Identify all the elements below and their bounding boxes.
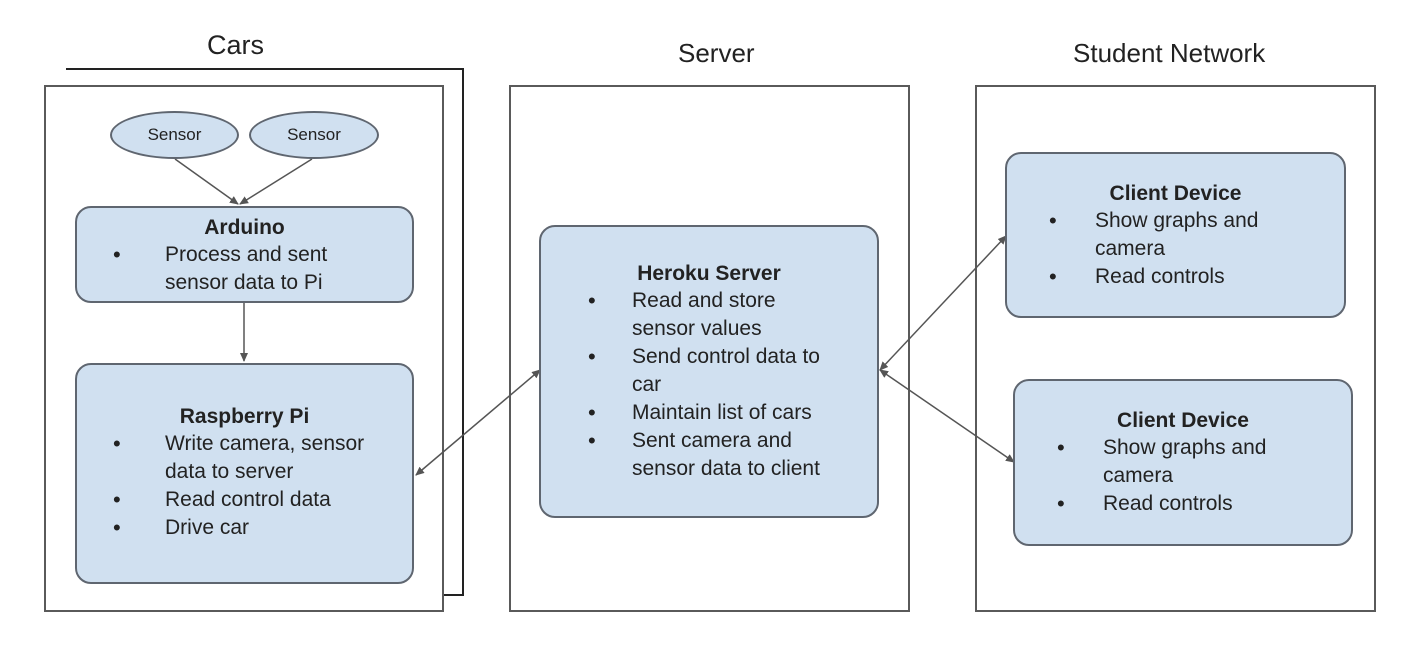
client-device-node-1: Client Device •Show graphs and camera •R… <box>1005 152 1346 318</box>
server-client1-link <box>879 235 1007 371</box>
client-device-item: •Show graphs and camera <box>1057 435 1267 487</box>
arduino-title: Arduino <box>204 216 285 239</box>
heroku-server-item: •Send control data to car <box>588 344 820 396</box>
raspberry-pi-item: •Write camera, sensor data to server <box>113 431 365 483</box>
sensor2-to-arduino-arrow <box>239 158 313 205</box>
heroku-server-item: •Maintain list of cars <box>588 400 812 425</box>
raspberry-pi-item: •Read control data <box>113 487 331 512</box>
client-device-item: •Read controls <box>1057 491 1233 516</box>
sensor1-to-arduino-arrow <box>174 158 239 205</box>
server-client2-link <box>879 369 1015 463</box>
student-network-group-title: Student Network <box>1073 38 1266 68</box>
heroku-server-node: Heroku Server •Read and store sensor val… <box>539 225 879 518</box>
client-device-title-1: Client Device <box>1109 182 1242 205</box>
client-device-title-2: Client Device <box>1117 409 1249 432</box>
sensor-node-2: Sensor <box>249 111 379 159</box>
heroku-server-title: Heroku Server <box>637 262 781 285</box>
raspberry-pi-item: •Drive car <box>113 515 250 540</box>
client-device-list-2: •Show graphs and camera •Read controls <box>1057 434 1351 518</box>
cars-stack-back-bottom <box>444 594 464 596</box>
client-device-item: •Show graphs and camera <box>1049 208 1259 260</box>
heroku-server-list: •Read and store sensor values •Send cont… <box>588 287 877 483</box>
arduino-item: •Process and sent sensor data to Pi <box>113 242 328 294</box>
client-device-item: •Read controls <box>1049 264 1225 289</box>
pi-server-link <box>415 369 541 476</box>
raspberry-pi-list: •Write camera, sensor data to server •Re… <box>113 430 412 542</box>
client-device-list-1: •Show graphs and camera •Read controls <box>1049 207 1344 291</box>
server-group-title: Server <box>678 38 755 68</box>
cars-group-title: Cars <box>207 30 265 60</box>
sensor-node-1: Sensor <box>110 111 239 159</box>
heroku-server-item: •Sent camera and sensor data to client <box>588 428 820 480</box>
heroku-server-item: •Read and store sensor values <box>588 288 776 340</box>
cars-stack-back-panel <box>66 68 464 596</box>
arduino-node: Arduino •Process and sent sensor data to… <box>75 206 414 303</box>
raspberry-pi-node: Raspberry Pi •Write camera, sensor data … <box>75 363 414 584</box>
raspberry-pi-title: Raspberry Pi <box>179 405 310 428</box>
client-device-node-2: Client Device •Show graphs and camera •R… <box>1013 379 1353 546</box>
arduino-list: •Process and sent sensor data to Pi <box>113 241 412 297</box>
